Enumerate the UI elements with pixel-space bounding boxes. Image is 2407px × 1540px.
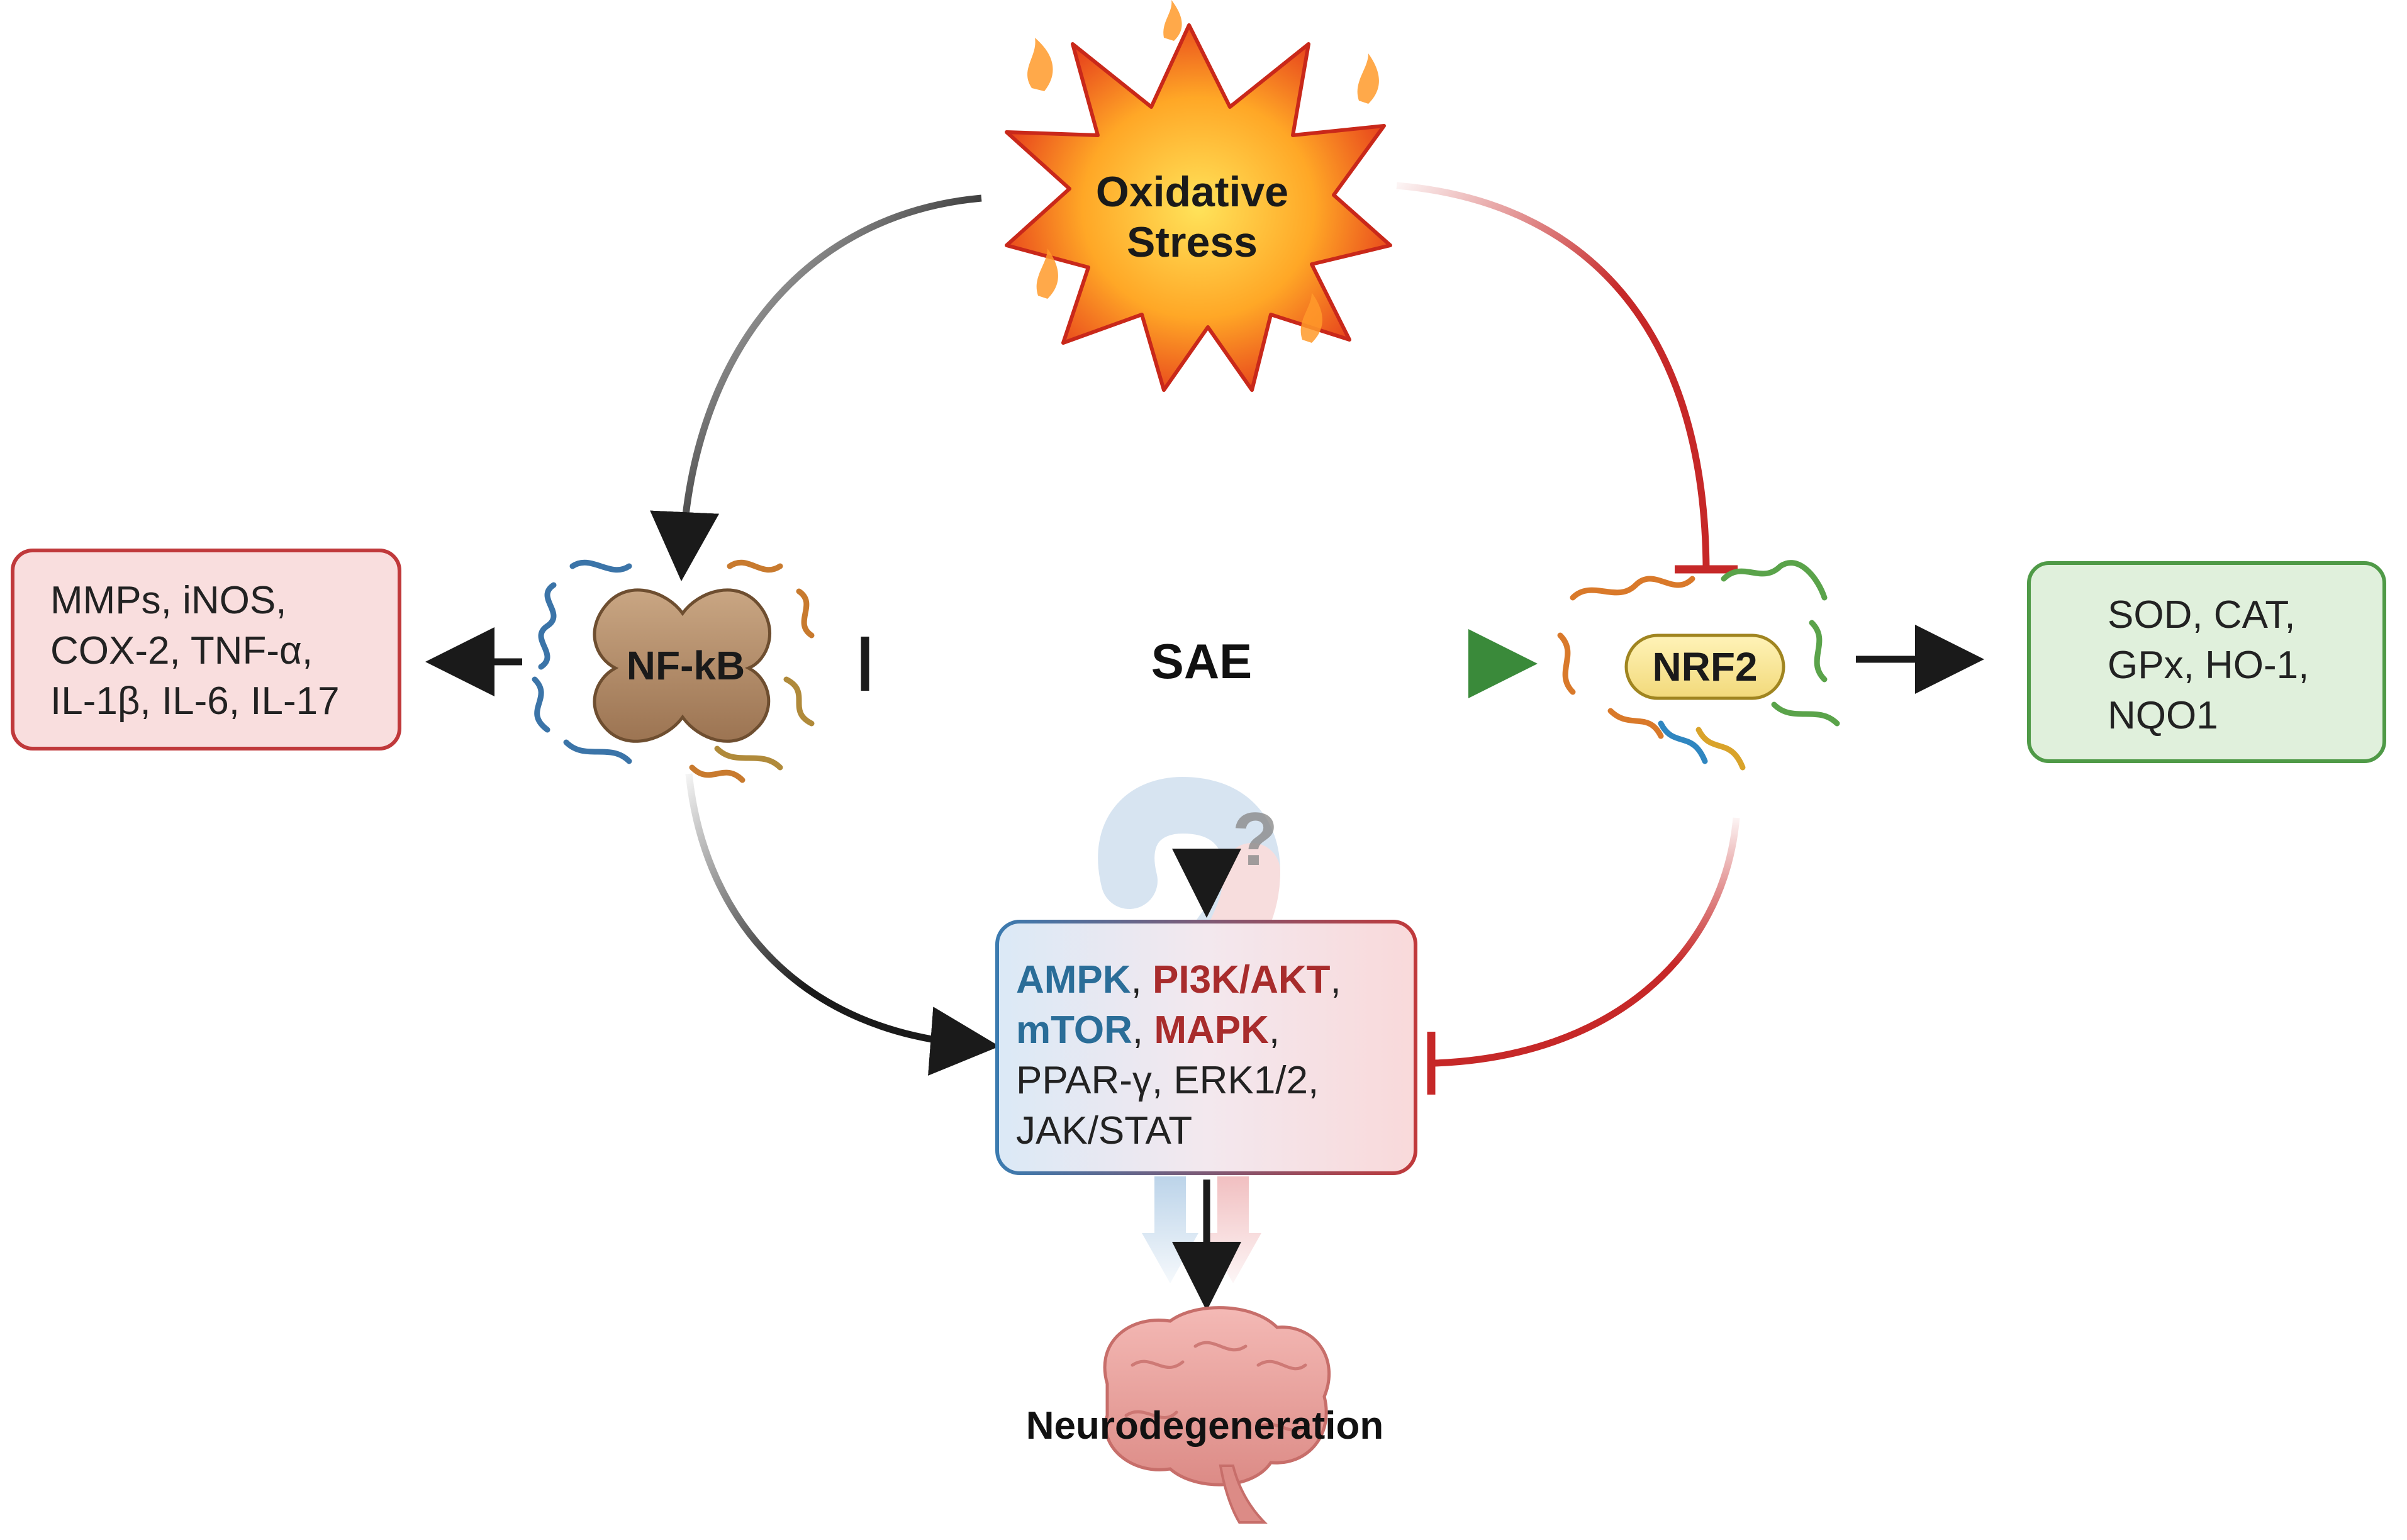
inflammatory-mediators-box xyxy=(11,549,401,750)
pathways-line2: mTOR, MAPK, xyxy=(1016,1008,1280,1052)
brain-icon xyxy=(1103,1306,1331,1524)
oxidative-stress-label-line1: Oxidative xyxy=(1096,168,1288,216)
pathways-line4: JAK/STAT xyxy=(1016,1109,1192,1152)
signaling-pathways-box xyxy=(995,920,1417,1175)
pathways-line3: PPAR-γ, ERK1/2, xyxy=(1016,1059,1319,1102)
mapk-label: MAPK xyxy=(1154,1008,1269,1052)
nrf2-protein-icon xyxy=(1557,560,1840,771)
neurodegeneration-label: Neurodegeneration xyxy=(1026,1404,1383,1448)
pathways-sep: , xyxy=(1131,958,1153,1002)
inflammatory-line1: MMPs, iNOS, xyxy=(50,579,286,622)
nfkb-to-pathways-arrow xyxy=(685,773,1000,1076)
pathways-to-neuro-fade-arrows xyxy=(1142,1176,1261,1283)
antioxidant-enzymes-box xyxy=(2027,561,2386,763)
question-mark-label: ? xyxy=(1232,797,1278,881)
oxidative-stress-starburst xyxy=(1005,0,1392,392)
antioxidant-line3: NQO1 xyxy=(2108,694,2218,737)
inflammatory-line3: IL-1β, IL-6, IL-17 xyxy=(50,679,340,723)
pathways-line1: AMPK, PI3K/AKT, xyxy=(1016,958,1341,1002)
mtor-label: mTOR xyxy=(1016,1008,1132,1052)
antioxidant-line1: SOD, CAT, xyxy=(2108,593,2296,637)
pathways-sep: , xyxy=(1331,958,1341,1002)
stress-to-nfkb-arrow xyxy=(650,194,982,581)
nrf2-inhibits-pathways-line xyxy=(1434,817,1740,1067)
sae-label: SAE xyxy=(1151,633,1252,689)
stress-inhibits-nrf2-line xyxy=(1396,182,1710,570)
pi3k-akt-label: PI3K/AKT xyxy=(1153,958,1331,1002)
ampk-label: AMPK xyxy=(1016,958,1131,1002)
pathways-sep: , xyxy=(1132,1008,1154,1052)
nrf2-label: NRF2 xyxy=(1652,644,1757,689)
antioxidant-line2: GPx, HO-1, xyxy=(2108,644,2309,687)
oxidative-stress-label-line2: Stress xyxy=(1127,218,1258,266)
pathways-sep: , xyxy=(1269,1008,1280,1052)
nfkb-label: NF-kB xyxy=(627,643,745,688)
nfkb-protein-icon xyxy=(532,559,815,783)
inflammatory-line2: COX-2, TNF-α, xyxy=(50,629,313,672)
